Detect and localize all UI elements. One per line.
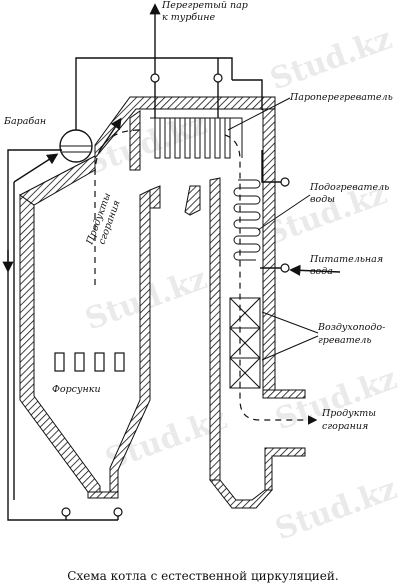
- air-heater-box: [229, 297, 261, 389]
- leader-air-heater: [261, 335, 319, 361]
- leader-air-heater: [261, 311, 319, 334]
- right-outer-wall: [262, 108, 276, 391]
- label-air-heater: Воздухоподо-: [317, 322, 385, 333]
- air-heater-cross: [229, 297, 261, 329]
- label-drum: Барабан: [3, 116, 46, 127]
- burner-box: [74, 352, 85, 372]
- gas-flow: [94, 129, 318, 425]
- economizer-coil: [233, 179, 261, 261]
- label-superheater: Пароперегреватель: [289, 92, 393, 103]
- watermark-text: Stud.kz: [266, 21, 397, 97]
- baffle-nose: [149, 185, 161, 209]
- valve-node: [213, 73, 223, 83]
- duct-lower-shelf: [264, 447, 306, 491]
- riser-arrow: [13, 153, 59, 183]
- furnace-roof-left: [19, 155, 96, 206]
- label-feed-water: Питательная: [309, 254, 383, 265]
- air-heater-cross: [229, 357, 261, 389]
- watermark-text: Stud.kz: [271, 471, 402, 547]
- leader-superheater: [227, 97, 291, 131]
- middle-baffle: [129, 110, 274, 509]
- label-air-heater-2: греватель: [318, 335, 372, 346]
- second-shaft-hopper: [208, 479, 274, 509]
- leader-lines: [227, 97, 319, 361]
- label-steam-out: Перегретый пар: [161, 0, 248, 11]
- piping: [2, 3, 341, 521]
- label-feed-water-2: вода: [310, 266, 333, 277]
- economizer-tubes: [233, 179, 261, 261]
- riser-top-arrow: [99, 117, 122, 151]
- drum: [59, 129, 93, 163]
- burner-box: [54, 352, 65, 372]
- second-shaft-wall: [209, 177, 221, 481]
- furnace-outer-wall: [19, 194, 101, 493]
- baffle-tooth: [184, 185, 201, 216]
- furnace-hopper: [87, 491, 119, 499]
- label-water-heater: Подогреватель: [309, 182, 389, 193]
- label-water-heater-2: воды: [310, 194, 335, 205]
- baffle-top: [129, 110, 141, 171]
- valves: [61, 73, 290, 517]
- valve-node: [150, 73, 160, 83]
- valve-node: [280, 177, 290, 187]
- label-flue-gas-out-2: сгорания: [322, 421, 368, 432]
- label-burners: Форсунки: [52, 384, 101, 395]
- label-flue-gas-out: Продукты: [321, 408, 376, 419]
- label-steam-out-2: к турбине: [162, 12, 215, 23]
- furnace: [19, 155, 151, 499]
- right-pipe: [232, 79, 263, 110]
- burner-box: [94, 352, 105, 372]
- valve-node: [280, 263, 290, 273]
- steam-pipe-top: [75, 57, 233, 130]
- figure-caption: Схема котла с естественной циркуляцией.: [67, 569, 338, 583]
- valve-node: [113, 507, 123, 517]
- air-heater: [229, 297, 261, 389]
- feed-arrow: [289, 264, 341, 276]
- superheater-return: [232, 117, 243, 158]
- duct-upper-shelf: [262, 389, 306, 399]
- economizer-outlet: [261, 150, 285, 183]
- burner-box: [114, 352, 125, 372]
- air-heater-cross: [229, 327, 261, 359]
- downcomer: [7, 149, 62, 521]
- burners: [54, 352, 125, 372]
- labels: Перегретый пар к турбине Пароперегревате…: [3, 0, 393, 432]
- leader-water-heater: [257, 194, 311, 231]
- boiler-roof: [94, 96, 306, 491]
- gas-flow-furnace: [94, 129, 141, 285]
- valve-node: [61, 507, 71, 517]
